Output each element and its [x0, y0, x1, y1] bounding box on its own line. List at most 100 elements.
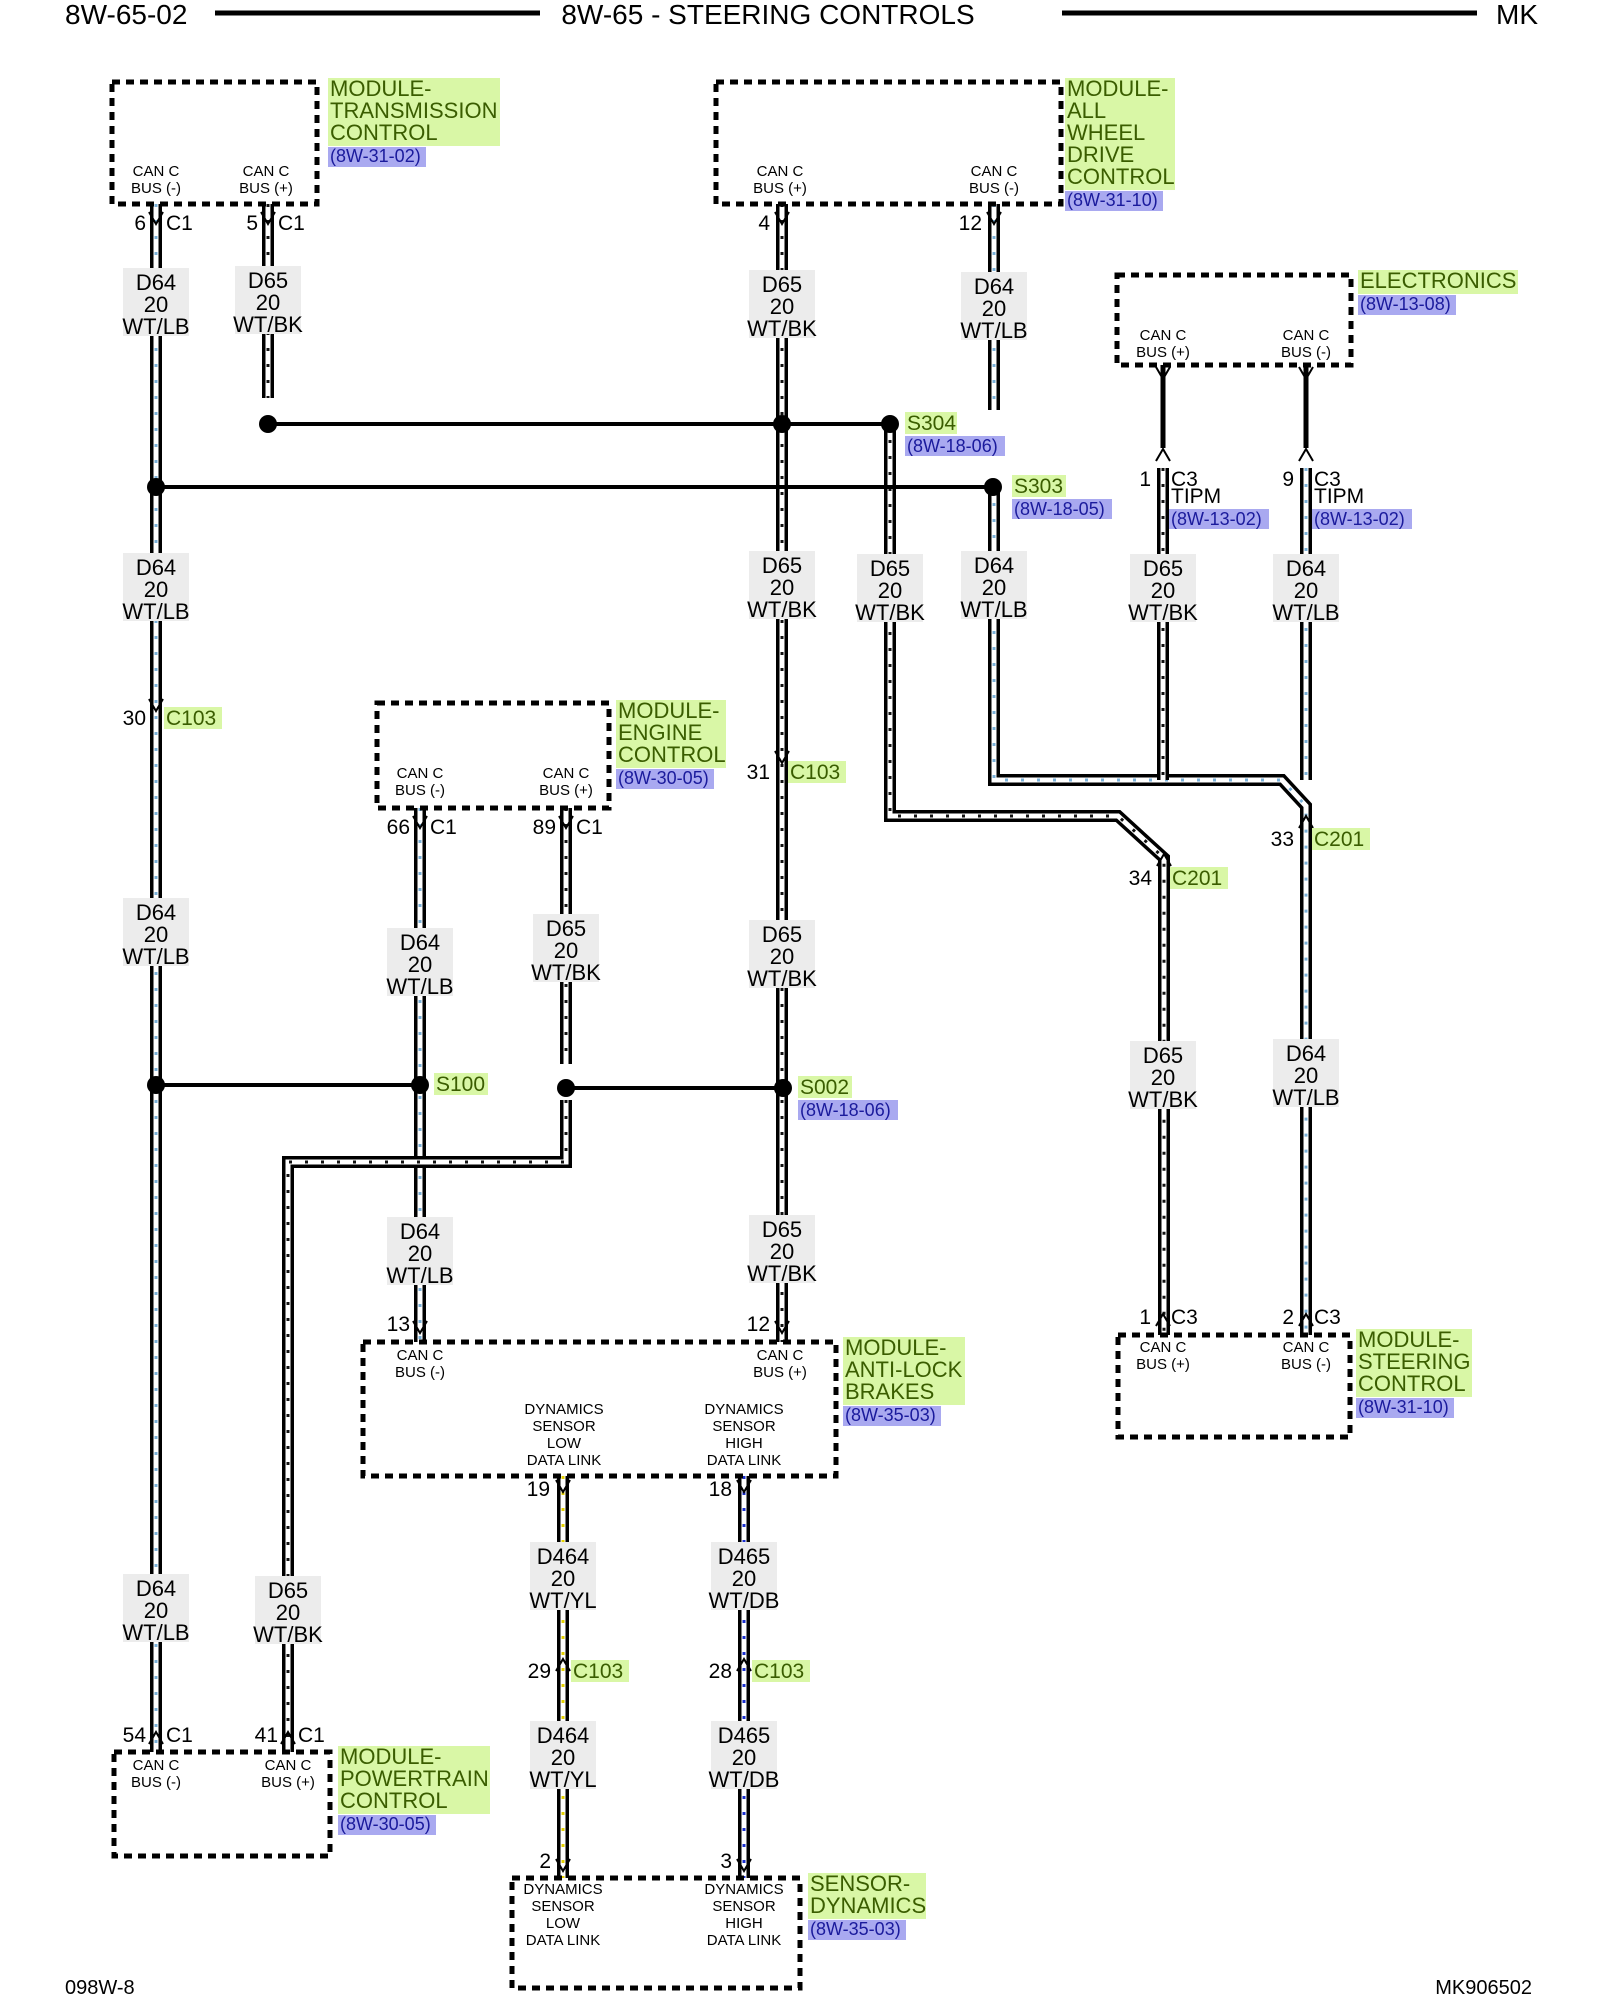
- s304-dot: [773, 415, 791, 433]
- module-name-ecm: ENGINE: [618, 720, 702, 745]
- connector-chevron: [555, 1479, 571, 1494]
- wire-label-line: 20: [551, 1566, 575, 1591]
- pin-desc-abs: SENSOR: [712, 1418, 776, 1435]
- connector-chevron: [736, 1858, 752, 1873]
- pin-desc-abs: CAN C: [757, 1347, 804, 1364]
- module-name-pcm: POWERTRAIN: [340, 1766, 489, 1791]
- s100-dot: [411, 1076, 429, 1094]
- connector-c1: C1: [166, 212, 193, 235]
- connector-chevron: [986, 211, 1002, 226]
- wire-d65-s304-scm: [884, 424, 1170, 1335]
- pin-desc-pcm: CAN C: [133, 1757, 180, 1774]
- connector-chevron: [1156, 852, 1172, 867]
- pin-desc-ecm: BUS (-): [395, 782, 445, 799]
- label-highlight: [798, 1076, 852, 1098]
- s304-dot: [881, 415, 899, 433]
- module-ref-abs: (8W-35-03): [845, 1405, 936, 1425]
- connector-chevron: [736, 1479, 752, 1494]
- pin-desc-pcm: BUS (-): [131, 1774, 181, 1791]
- splice-s303-ref: (8W-18-05): [1014, 499, 1105, 519]
- splice-s303: S303: [1014, 475, 1063, 498]
- module-name-elec: ELECTRONICS: [1360, 268, 1516, 293]
- module-name-scm: CONTROL: [1358, 1371, 1466, 1396]
- pin-desc-elec: BUS (+): [1136, 344, 1190, 361]
- pin-desc-scm: BUS (+): [1136, 1356, 1190, 1373]
- label-highlight: [164, 707, 222, 729]
- pin-desc-tcm: BUS (-): [131, 180, 181, 197]
- wire-label-line: 20: [1151, 1065, 1175, 1090]
- label-highlight: [808, 1920, 906, 1940]
- wire-label-line: WT/BK: [233, 312, 303, 337]
- wire-label-line: 20: [144, 577, 168, 602]
- pin-sens_low: 2: [539, 1850, 551, 1873]
- module-name-tcm: MODULE-: [330, 76, 431, 101]
- wire-label-line: 20: [551, 1745, 575, 1770]
- pin-desc-elec: CAN C: [1140, 327, 1187, 344]
- connector-c201: C201: [1172, 867, 1222, 890]
- module-name-tcm: TRANSMISSION: [330, 98, 497, 123]
- connector-c1: C1: [430, 816, 457, 839]
- wire-label-line: D64: [136, 270, 176, 295]
- connector-c1: C1: [576, 816, 603, 839]
- pin-c201_d65: 34: [1129, 867, 1153, 890]
- wire-label-line: D65: [248, 268, 288, 293]
- pin-desc-abs: BUS (-): [395, 1364, 445, 1381]
- module-ref-pcm: (8W-30-05): [340, 1814, 431, 1834]
- module-name-ecm: CONTROL: [618, 742, 726, 767]
- pin-scm_neg: 2: [1282, 1306, 1294, 1329]
- module-name-awd: DRIVE: [1067, 142, 1134, 167]
- box-sensor: [509, 1875, 803, 1991]
- connector-chevron: [555, 1858, 571, 1873]
- pin-desc-tcm: BUS (+): [239, 180, 293, 197]
- wire-label-line: WT/BK: [531, 960, 601, 985]
- label-highlight: [798, 1100, 898, 1120]
- connector-chevron: [1298, 366, 1314, 381]
- splice-dots: [147, 415, 1002, 1097]
- connector-chevrons: [148, 211, 1314, 1873]
- pin-desc-ecm: CAN C: [397, 765, 444, 782]
- label-highlight: [434, 1073, 488, 1095]
- connector-chevron: [774, 750, 790, 765]
- pin-desc-abs: DATA LINK: [527, 1452, 601, 1469]
- label-highlight: [843, 1406, 941, 1426]
- label-highlight: [616, 700, 726, 768]
- wire-label-line: 20: [408, 952, 432, 977]
- wire-label-line: 20: [554, 938, 578, 963]
- wire-label-line: D465: [718, 1723, 771, 1748]
- wire-labels: D6420WT/LBD6520WT/BKD6520WT/BKD6420WT/LB…: [122, 266, 1340, 1792]
- connector-chevron: [558, 815, 574, 830]
- wire-label-line: 20: [770, 575, 794, 600]
- box-ecm: [374, 700, 612, 811]
- connector-c3: C3: [1314, 1306, 1341, 1329]
- label-highlight: [905, 412, 957, 434]
- pin-desc-awd: BUS (-): [969, 180, 1019, 197]
- s100-dot: [147, 1076, 165, 1094]
- module-name-awd: MODULE-: [1067, 76, 1168, 101]
- s303-dot: [147, 478, 165, 496]
- splice-s002: S002: [800, 1076, 849, 1099]
- wire-label-line: D64: [974, 274, 1014, 299]
- wire-label-line: WT/LB: [960, 318, 1027, 343]
- wire-label-line: WT/LB: [386, 1263, 453, 1288]
- pin-desc-pcm: CAN C: [265, 1757, 312, 1774]
- splice-bars: [156, 422, 993, 1090]
- module-ref-elec: (8W-13-08): [1360, 294, 1451, 314]
- wire-label-line: 20: [144, 292, 168, 317]
- wire-label-line: WT/YL: [529, 1588, 596, 1613]
- box-tcm: [109, 79, 320, 207]
- label-highlight: [808, 1873, 926, 1919]
- wire-label-line: 20: [1294, 578, 1318, 603]
- wire-label-line: WT/LB: [122, 599, 189, 624]
- connector-c3: C3: [1171, 1306, 1198, 1329]
- connector-c1: C1: [298, 1724, 325, 1747]
- pin-desc-abs: DYNAMICS: [524, 1401, 603, 1418]
- pin-desc-elec: CAN C: [1283, 327, 1330, 344]
- header-left: 8W-65-02: [65, 0, 187, 30]
- wire-label-line: WT/DB: [709, 1767, 780, 1792]
- module-name-sens: SENSOR-: [810, 1871, 910, 1896]
